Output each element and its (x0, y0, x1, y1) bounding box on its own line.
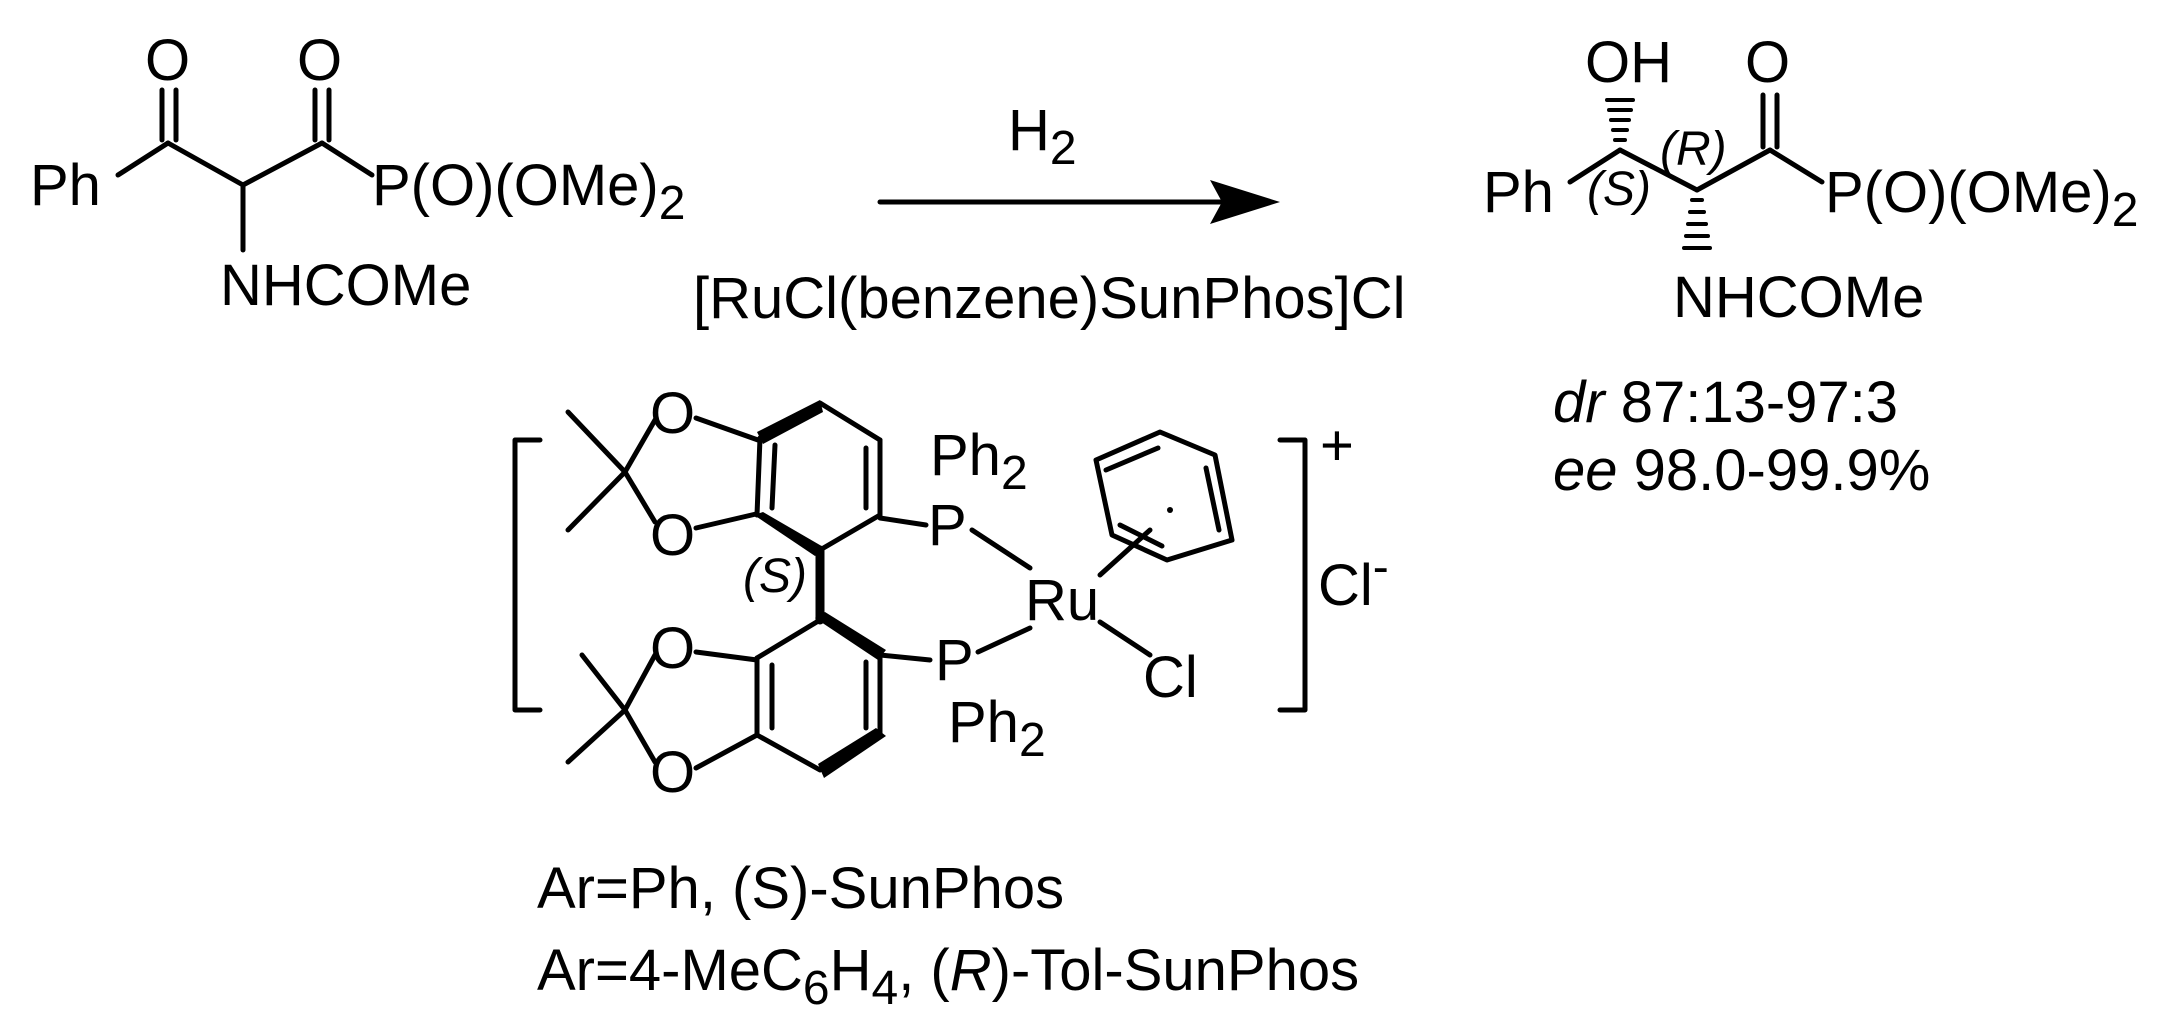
right-bracket (1277, 437, 1308, 713)
reactant-ketone-oxygen: O (145, 28, 190, 93)
product-structure: OH O Ph (S) (R) P(O)(OMe)2 NHCOMe (1483, 30, 2138, 330)
arrow-head (1210, 180, 1280, 224)
product-nhcome-label: NHCOMe (1673, 265, 1924, 330)
phosphorus-lower: P (935, 628, 974, 693)
reactant-bond-ph-c1 (115, 140, 171, 178)
legend-line-2: Ar=4-MeC6H4, (R)-Tol-SunPhos (537, 938, 1359, 1015)
oxygen-3: O (650, 616, 695, 681)
product-bond-ph-c1 (1567, 147, 1623, 185)
lower-dioxole: O O (565, 616, 760, 805)
oxygen-2: O (650, 503, 695, 568)
reactant-bond-c2-c3 (240, 140, 325, 188)
selectivity-results: dr 87:13-97:3 ee 98.0-99.9% (1553, 370, 1930, 503)
ph2-upper: Ph2 (930, 423, 1028, 500)
reagent-h2: H2 (1008, 98, 1077, 175)
product-bond-c2-c3 (1694, 147, 1773, 193)
left-bracket (512, 437, 543, 713)
legend-line-1: Ar=Ph, (S)-SunPhos (537, 856, 1064, 921)
phosphorus-upper: P (928, 493, 967, 558)
p-ru-bond-lower (975, 625, 1033, 655)
catalyst-label: [RuCl(benzene)SunPhos]Cl (693, 266, 1405, 331)
arene-center-dot (1167, 507, 1173, 513)
lower-aryl-ring (754, 612, 886, 778)
p-ru-bond-upper (969, 527, 1033, 571)
product-ph-label: Ph (1483, 160, 1554, 225)
oxygen-4: O (650, 740, 695, 805)
ee-result: ee 98.0-99.9% (1553, 438, 1930, 503)
complex-charge: + (1320, 413, 1354, 478)
ruthenium: Ru (1025, 568, 1099, 633)
reactant-nhcome-label: NHCOMe (220, 253, 471, 318)
product-phosphonate-label: P(O)(OMe)2 (1825, 160, 2138, 237)
chloride-counterion: Cl- (1318, 541, 1389, 618)
ph2-lower: Ph2 (948, 690, 1046, 767)
lower-ring-wedge (818, 728, 886, 778)
reactant-structure: Ph O O P(O)(OMe)2 NHCOMe (30, 28, 685, 318)
upper-aryl-ring (754, 400, 883, 556)
reactant-phosphonyl-carbonyl-oxygen: O (297, 28, 342, 93)
reactant-phosphonate-label: P(O)(OMe)2 (372, 153, 685, 230)
ru-cl-bond (1097, 619, 1153, 658)
product-r-stereolabel: (R) (1660, 123, 1727, 176)
axial-chirality-label: (S) (743, 550, 807, 603)
aryl-p-bond-lower (877, 652, 933, 663)
upper-dioxole: O O (565, 381, 761, 568)
dr-result: dr 87:13-97:3 (1553, 370, 1898, 435)
reactant-bond-c1-c2 (165, 140, 246, 188)
reaction-arrow-group: H2 [RuCl(benzene)SunPhos]Cl (693, 98, 1405, 331)
product-oh-label: OH (1585, 30, 1672, 95)
upper-ring-wedge (757, 400, 823, 444)
reactant-bond-c3-p (319, 140, 375, 178)
aryl-p-bond-upper (877, 515, 929, 528)
product-bond-c3-p (1767, 147, 1825, 185)
product-s-stereolabel: (S) (1587, 163, 1651, 216)
catalyst-complex: + Cl- O O (S) (512, 381, 1389, 805)
oxygen-1: O (650, 381, 695, 446)
product-hashed-bond-nh (1682, 198, 1712, 250)
ru-chloride: Cl (1143, 645, 1198, 710)
product-hashed-bond-oh (1605, 98, 1635, 142)
product-carbonyl-oxygen: O (1745, 30, 1790, 95)
ligand-legend: Ar=Ph, (S)-SunPhos Ar=4-MeC6H4, (R)-Tol-… (537, 856, 1359, 1015)
benzene-ligand (1093, 429, 1235, 578)
reactant-ph-label: Ph (30, 153, 101, 218)
product-bond-c1-c2 (1617, 147, 1700, 193)
